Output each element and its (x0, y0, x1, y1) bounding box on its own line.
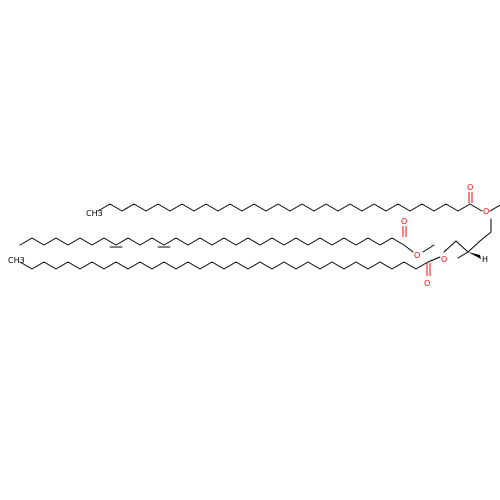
oxygen-mid-carbonyl-label: O (401, 217, 407, 226)
middle-acyl-chain (19, 226, 435, 253)
oxygen-bottom-carbonyl-label: O (424, 279, 430, 288)
hydrogen-label: H (482, 255, 488, 264)
methyl-top-label: CH3 (86, 209, 103, 218)
methyl-bottom-label: CH3 (8, 256, 25, 265)
bottom-acyl-chain (19, 256, 441, 276)
oxygen-top-ester-label: O (483, 207, 489, 216)
glycerol-backbone (443, 218, 492, 259)
oxygen-top-carbonyl-label: O (467, 183, 473, 192)
oxygen-bottom-ester-label: O (441, 255, 447, 264)
oxygen-mid-ester-label: O (414, 251, 420, 260)
top-acyl-chain (97, 192, 500, 212)
stereo-wedge-bond (468, 252, 481, 259)
